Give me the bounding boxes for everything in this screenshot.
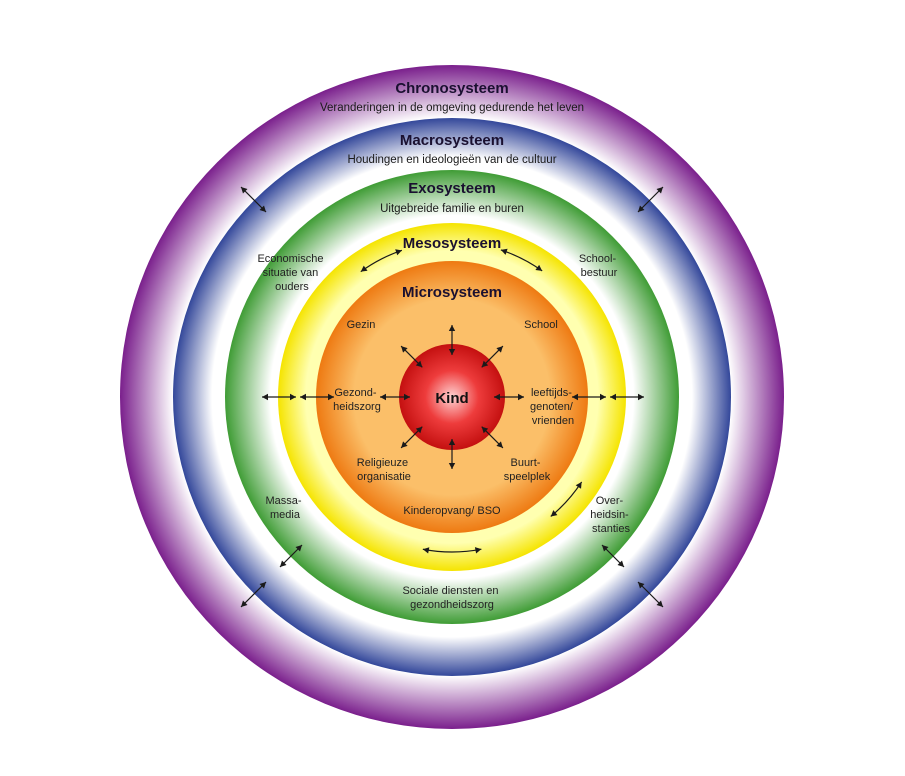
kind-arrow-7-head (401, 346, 408, 353)
label-economische-situatie: Economische situatie van ouders (257, 253, 326, 293)
arrow-exo-bl-head (280, 560, 287, 567)
kind-label: Kind (435, 390, 468, 407)
arrow-exo-br-head (602, 545, 609, 552)
arrow-exo-bl-head (295, 545, 302, 552)
chronosysteem-title: Chronosysteem (395, 80, 508, 97)
arrows-group (240, 186, 664, 608)
arrow-left-inner-head (300, 393, 306, 401)
arrow-diag-tl-head (241, 187, 248, 194)
label-school: School (524, 319, 558, 331)
arc-meso-tr-head (500, 248, 508, 255)
kind-arrow-3-head (481, 426, 489, 434)
label-religieuze-organisatie: Religieuze organisatie (357, 457, 411, 483)
label-overheidsinstanties: Over- heidsin- stanties (590, 495, 632, 535)
arrow-diag-bl-head (259, 582, 266, 589)
label-schoolbestuur: School- bestuur (579, 253, 619, 279)
kind-arrow-5-head (401, 441, 408, 448)
kind-arrow-7-head (415, 360, 423, 368)
label-gezin: Gezin (347, 319, 376, 331)
kind-arrow-1-head (481, 360, 489, 368)
kind-arrow-0-head (448, 349, 456, 355)
kind-arrow-6-head (404, 393, 410, 401)
arrow-left-inner-head (328, 393, 334, 401)
kind-arrow-0-head (448, 325, 456, 331)
arc-meso-tr-head (535, 264, 543, 271)
label-sociale-diensten: Sociale diensten en gezondheidszorg (402, 585, 501, 611)
label-gezondheidszorg: Gezond- heidszorg (333, 387, 381, 413)
arrow-right-outer-head (610, 393, 616, 401)
arc-meso-bottom-head (422, 547, 430, 554)
arrow-right-inner-head (572, 393, 578, 401)
kind-arrow-2-head (518, 393, 524, 401)
kind-arrow-4-head (448, 439, 456, 445)
macrosysteem-subtitle: Houdingen en ideologieën van de cultuur (347, 154, 556, 166)
label-massamedia: Massa- media (265, 495, 304, 521)
exosysteem-title: Exosysteem (408, 180, 496, 197)
kind-arrow-4-head (448, 463, 456, 469)
kind-arrow-1-head (496, 346, 503, 353)
mesosysteem-title: Mesosysteem (403, 235, 501, 252)
arrow-exo-br-head (617, 560, 624, 567)
arrow-diag-tl-head (259, 205, 266, 212)
arrow-left-outer-head (290, 393, 296, 401)
arrow-right-outer-head (638, 393, 644, 401)
arrow-diag-tr-head (656, 187, 663, 194)
arrow-diag-br-head (656, 600, 663, 607)
arc-meso-br-head (550, 510, 558, 517)
label-leeftijdsgenoten: leeftijds- genoten/ vrienden (530, 387, 576, 427)
arc-meso-br-head (575, 481, 582, 489)
chronosysteem-subtitle: Veranderingen in de omgeving gedurende h… (320, 102, 584, 114)
arrow-diag-bl-head (241, 600, 248, 607)
kind-arrow-2-head (494, 393, 500, 401)
arrow-left-outer-head (262, 393, 268, 401)
kind-circle (399, 344, 505, 450)
arrow-right-inner-head (600, 393, 606, 401)
microsysteem-title: Microsysteem (402, 284, 502, 301)
label-kinderopvang: Kinderopvang/ BSO (403, 505, 501, 517)
kind-arrow-6-head (380, 393, 386, 401)
arrow-diag-tr-head (638, 205, 645, 212)
kind-arrow-3-head (496, 441, 503, 448)
kind-arrow-5-head (415, 426, 423, 434)
arc-meso-tl-head (395, 249, 402, 256)
arrow-diag-br-head (638, 582, 645, 589)
arc-meso-bottom-head (474, 547, 482, 554)
exosysteem-subtitle: Uitgebreide familie en buren (380, 203, 524, 215)
arc-meso-tl-head (360, 265, 368, 272)
macrosysteem-title: Macrosysteem (400, 132, 504, 149)
label-buurtspeelplek: Buurt- speelplek (504, 457, 551, 483)
